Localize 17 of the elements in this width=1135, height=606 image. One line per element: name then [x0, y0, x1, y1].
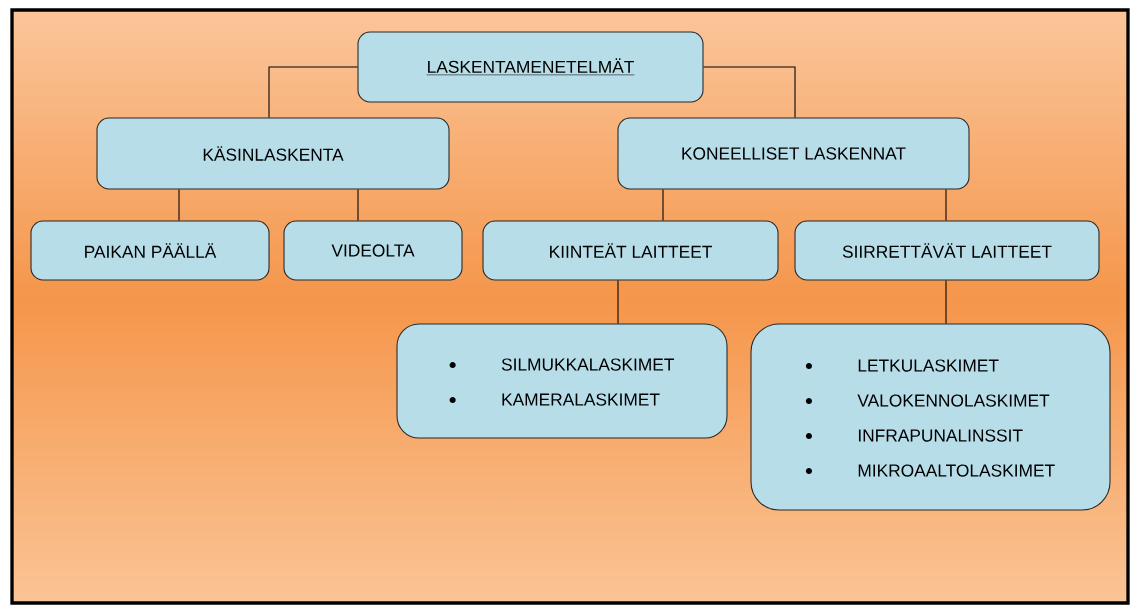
- category-box: KÄSINLASKENTA: [96, 117, 450, 190]
- connector-line: [268, 66, 358, 118]
- category-box: VIDEOLTA: [283, 220, 463, 281]
- connector-line: [945, 189, 947, 221]
- connector-line: [662, 189, 664, 221]
- category-box: SIIRRETTÄVÄT LAITTEET: [794, 220, 1100, 281]
- connector-line: [357, 189, 359, 221]
- connector-line: [945, 280, 947, 324]
- category-box: KIINTEÄT LAITTEET: [482, 220, 779, 281]
- category-box: KONEELLISET LASKENNAT: [617, 117, 970, 190]
- connector-line: [617, 280, 619, 324]
- connector-line: [703, 66, 796, 118]
- category-box: PAIKAN PÄÄLLÄ: [30, 220, 270, 281]
- bullet-list-box: SILMUKKALASKIMET KAMERALASKIMET: [396, 323, 728, 439]
- title-box: LASKENTAMENETELMÄT: [357, 31, 704, 103]
- bullet-list-box: LETKULASKIMET VALOKENNOLASKIMET INFRAPUNALINSSIT MIKROAALTOLASKIMET: [750, 323, 1111, 511]
- connector-line: [178, 189, 180, 221]
